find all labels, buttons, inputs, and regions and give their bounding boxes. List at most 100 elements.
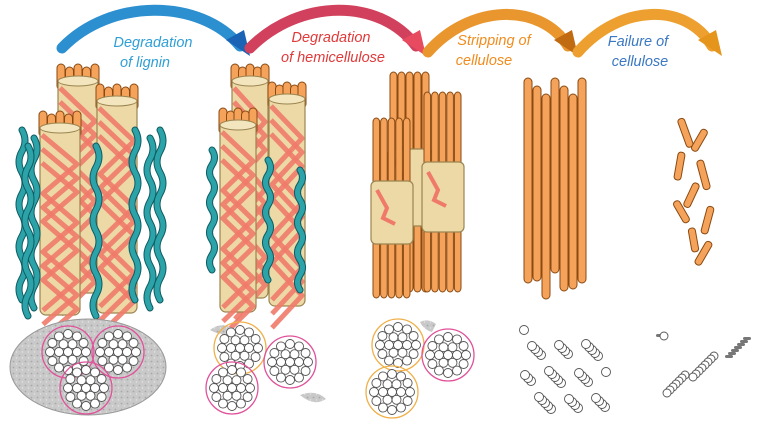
cellulose-fragment (694, 240, 713, 266)
stage-2-label: Degradation of hemicellulose (281, 30, 385, 66)
cellulose-microfibril (276, 341, 286, 352)
cross-section-icon (519, 325, 611, 414)
arrows-layer (56, 4, 722, 58)
cellulose-rod (550, 77, 560, 274)
cellulose-microfibril (402, 355, 412, 366)
lignin-strand (143, 134, 157, 312)
stage-3-line1: Stripping of (457, 33, 532, 49)
cellulose-microfibril (209, 383, 219, 393)
sheath-top (57, 75, 99, 87)
cellulose-microfibril (402, 378, 413, 388)
hemicellulose-ring (421, 328, 475, 382)
hemicellulose-band (220, 144, 256, 324)
cellulose-microfibril (81, 365, 91, 375)
lignin-residue (300, 392, 326, 403)
cellulose-microfibril (108, 354, 119, 365)
sheath-top (231, 75, 269, 87)
cellulose-rod (559, 85, 569, 292)
cellulose-microfibril (387, 405, 397, 415)
sheath-top (96, 95, 138, 107)
cellulose-microfibril (458, 341, 469, 351)
cellulose-microfibril (45, 347, 55, 357)
stage-4-label: Failure of cellulose (608, 34, 672, 70)
cellulose-microfibril (217, 343, 227, 353)
cellulose-microfibril (236, 398, 246, 409)
cellulose-microfibril (276, 372, 286, 383)
cellulose-microfibril (427, 359, 438, 369)
cellulose-microfibril (97, 356, 108, 366)
cellulose-microfibril (253, 343, 263, 353)
cross-section-icon (365, 318, 475, 419)
cellulose-microfibril (47, 356, 58, 366)
cellulose-rod (532, 85, 542, 282)
cellulose-microfibril (443, 368, 453, 378)
lignin-strand-fill (22, 143, 34, 319)
cellulose-microfibril (458, 359, 469, 369)
cellulose-microfibril (384, 324, 394, 335)
cellulose-microfibril (294, 372, 304, 383)
cellulose-microfibril (285, 339, 295, 349)
lignin-strand-fill (207, 147, 217, 273)
cellulose-microfibril (85, 375, 96, 386)
cellulose-fragment (700, 205, 715, 235)
cellulose-microfibril (461, 350, 471, 360)
lignin-strand (262, 156, 274, 284)
cellulose-microfibril (104, 331, 114, 342)
stage-labels: Degradation of lignin Degradation of hem… (113, 30, 672, 71)
stage-1-line2: of lignin (120, 55, 170, 71)
cellulose-microfibril (411, 340, 421, 350)
cellulose-microfibril (434, 365, 444, 376)
cellulose-microfibril (97, 338, 108, 348)
cellulose-microfibril (227, 401, 237, 411)
hemicellulose-band (375, 189, 396, 226)
cellulose-microfibril (250, 352, 261, 362)
cellulose-microfibril (434, 334, 444, 345)
hemicellulose-ring (263, 335, 317, 389)
cellulose-microfibril (662, 388, 672, 398)
lignin-strand (89, 142, 103, 320)
cellulose-microfibril (371, 396, 382, 406)
cellulose-microfibril (65, 374, 76, 384)
stage-4-line2: cellulose (612, 54, 668, 70)
cellulose-microfibril (280, 364, 291, 375)
cellulose-microfibril (90, 398, 100, 409)
lignin-strand-fill (263, 157, 273, 283)
cellulose-rod (577, 77, 587, 284)
cellulose-microfibril (300, 348, 311, 358)
hemicellulose-ring (365, 365, 419, 419)
cellulose-microfibril (388, 347, 399, 358)
cellulose-microfibril (375, 340, 385, 350)
cellulose-microfibril (397, 332, 408, 343)
lignin-strand (206, 146, 218, 274)
cellulose-microfibril (396, 371, 406, 382)
sheath-top (219, 119, 257, 131)
cellulose-microfibril (245, 383, 255, 393)
cellulose-debris (737, 343, 745, 346)
curved-arrow-icon (244, 4, 426, 56)
cellulose-microfibril (581, 339, 591, 349)
cellulose-microfibril (519, 325, 529, 335)
lignin-strand-fill (144, 135, 156, 311)
hemicellulose-band (426, 171, 447, 208)
cellulose-microfibril (244, 327, 254, 338)
cellulose-microfibril (396, 402, 406, 413)
cellulose-rod (568, 93, 578, 290)
cellulose-debris (725, 355, 733, 358)
cellulose-microfibril (452, 365, 462, 376)
cellulose-microfibril (452, 334, 462, 345)
cellulose-microfibril (408, 349, 419, 359)
cellulose-fragment (683, 182, 700, 208)
cellulose-debris (740, 340, 748, 343)
cellulose-microfibril (378, 402, 388, 413)
cellulose-microfibril (104, 362, 114, 373)
cellulose-microfibril (230, 350, 241, 361)
cellulose-microfibril (402, 324, 412, 335)
cellulose-microfibril (527, 341, 537, 351)
lignin-strand-fill (129, 127, 141, 303)
cellulose-microfibril (534, 392, 544, 402)
cellulose-microfibril (544, 366, 554, 376)
cellulose-microfibril (54, 331, 64, 342)
cellulose-microfibril (231, 375, 242, 386)
stage-1-label: Degradation of lignin (113, 35, 196, 71)
cellulose-microfibril (113, 365, 123, 375)
